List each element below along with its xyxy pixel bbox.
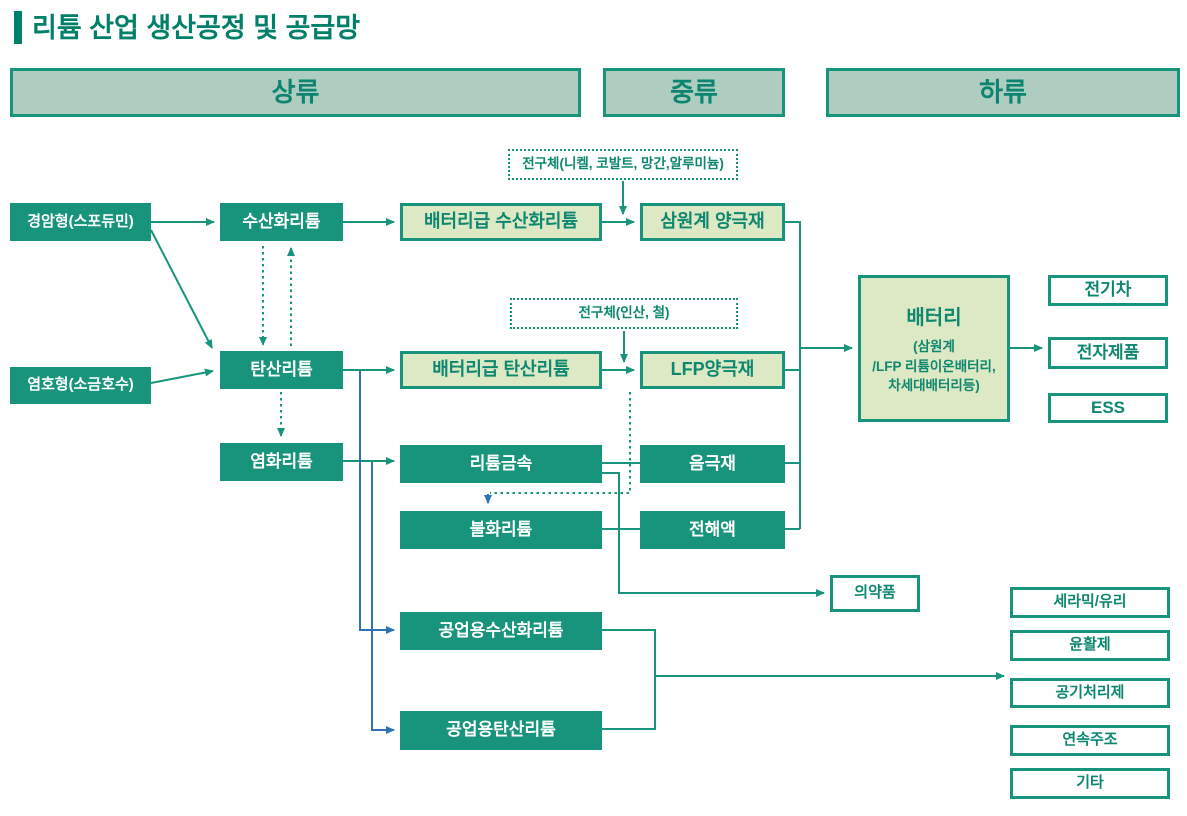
line-industrial-bracket — [602, 629, 656, 730]
node-ev: 전기차 — [1048, 275, 1168, 306]
node-industrial-carbonate: 공업용탄산리튬 — [400, 711, 602, 750]
node-ceramic-glass: 세라믹/유리 — [1010, 587, 1170, 618]
node-etc: 기타 — [1010, 768, 1170, 799]
node-industrial-hydroxide: 공업용수산화리튬 — [400, 612, 602, 650]
node-lfp-cathode: LFP양극재 — [640, 351, 785, 389]
edge-chloride-to-industrial-carbonate — [371, 462, 395, 734]
node-rock-type: 경암형(스포듀민) — [10, 203, 151, 241]
node-electrolyte: 전해액 — [640, 511, 785, 549]
battery-subtitle-line3: 차세대배터리등) — [888, 378, 980, 394]
node-lithium-chloride: 염화리튬 — [220, 443, 343, 481]
node-air-treatment: 공기처리제 — [1010, 678, 1170, 708]
node-battery-grade-carbonate: 배터리급 탄산리튬 — [400, 351, 602, 389]
battery-subtitle-line1: (삼원계 — [913, 339, 955, 355]
node-ess: ESS — [1048, 393, 1168, 423]
node-anode: 음극재 — [640, 445, 785, 483]
header-downstream: 하류 — [826, 68, 1180, 117]
node-brine-type: 염호형(소금호수) — [10, 367, 151, 404]
page-title: 리튬 산업 생산공정 및 공급망 — [32, 13, 361, 43]
node-precursor-lfp: 전구체(인산, 철) — [510, 298, 738, 329]
node-lubricant: 윤활제 — [1010, 630, 1170, 661]
node-ternary-cathode: 삼원계 양극재 — [640, 203, 785, 241]
edge-rock-to-carbonate — [150, 229, 213, 349]
node-battery-grade-hydroxide: 배터리급 수산화리튬 — [400, 203, 602, 241]
node-battery: 배터리 (삼원계 /LFP 리튬이온배터리, 차세대배터리등) — [858, 275, 1010, 422]
node-pharma: 의약품 — [830, 575, 920, 612]
title-accent-bar — [14, 11, 22, 44]
node-continuous-casting: 연속주조 — [1010, 725, 1170, 756]
header-midstream: 중류 — [603, 68, 785, 117]
battery-subtitle-line2: /LFP 리튬이온배터리, — [872, 358, 996, 374]
edge-brine-to-carbonate — [150, 368, 214, 384]
node-lithium-metal: 리튬금속 — [400, 445, 602, 483]
node-precursor-ncma: 전구체(니켈, 코발트, 망간,알루미늄) — [508, 149, 738, 180]
battery-title: 배터리 — [906, 307, 962, 330]
node-lithium-fluoride: 불화리튬 — [400, 511, 602, 549]
node-lithium-hydroxide: 수산화리튬 — [220, 203, 343, 241]
node-lithium-carbonate: 탄산리튬 — [220, 351, 343, 389]
node-electronics: 전자제품 — [1048, 337, 1168, 369]
line-right-spine — [783, 221, 801, 530]
edge-bgcarbonate-fluoride-dotted — [490, 392, 631, 494]
edge-metal-to-pharma — [602, 472, 825, 597]
edge-carbonate-to-industrial-hydroxide — [359, 371, 395, 634]
header-upstream: 상류 — [10, 68, 581, 117]
